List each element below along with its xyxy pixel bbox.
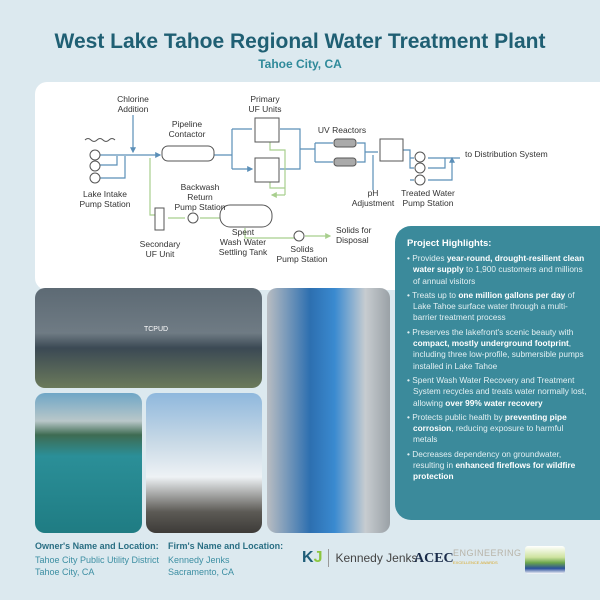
backwash-pump-icon — [187, 212, 199, 224]
label-pipeline: Contactor — [169, 129, 206, 139]
highlight-item: • Decreases dependency on groundwater, r… — [407, 448, 576, 482]
highlight-item: • Treats up to one million gallons per d… — [407, 289, 575, 323]
highlight-item: • Preserves the lakefront's scenic beaut… — [407, 326, 584, 371]
highlights-title: Project Highlights: — [407, 238, 492, 249]
engineering-excellence-logo: ENGINEERING EXCELLENCE AWARDS — [453, 549, 522, 567]
highlight-item: • Spent Wash Water Recovery and Treatmen… — [407, 374, 587, 408]
pump-icon — [414, 174, 426, 186]
label-backwash: Backwash — [181, 182, 220, 192]
highlight-text: of Lake Tahoe surface water through a mu… — [413, 289, 575, 323]
highlight-text: to 1,900 customers and millions of annua… — [413, 264, 583, 286]
highlight-text: year-round, drought-resilient clean wate… — [413, 253, 585, 275]
pump-icon — [414, 162, 426, 174]
label-spent: Wash Water — [220, 237, 266, 247]
highlight-text: , including three low-profile, submersib… — [413, 338, 584, 371]
kj-mark: KJ — [302, 549, 323, 566]
excavator-photo — [146, 393, 262, 533]
highlight-text: over 99% water recovery — [445, 397, 543, 408]
highlight-text: , reducing exposure to harmful metals — [413, 423, 564, 445]
secondary-uf-icon — [154, 207, 165, 231]
page-subtitle: Tahoe City, CA — [258, 57, 342, 71]
lake-aerial-photo — [35, 393, 142, 533]
page-title: West Lake Tahoe Regional Water Treatment… — [54, 30, 546, 53]
highlight-text: one million gallons per day — [458, 289, 566, 300]
project-highlights-panel: Project Highlights: • Provides year-roun… — [395, 226, 600, 520]
highlight-text: compact, mostly underground footprint — [413, 338, 569, 349]
highlight-text: enhanced fireflows for wildfire protecti… — [413, 460, 576, 482]
label-treated: Treated Water — [401, 188, 455, 198]
process-flow-diagram: Chlorine Addition Pipeline Contactor Pri… — [79, 94, 548, 264]
settling-tank-icon — [219, 204, 273, 228]
uv-reactor-icon — [333, 157, 357, 167]
pump-icon — [414, 151, 426, 163]
water-surface-icon — [84, 138, 116, 142]
pump-icon — [89, 172, 101, 184]
eng-sub: EXCELLENCE AWARDS — [453, 560, 498, 565]
label-uv: UV Reactors — [318, 125, 366, 135]
label-spent: Settling Tank — [219, 247, 268, 257]
highlight-text: Provides — [412, 253, 447, 263]
process-diagram-panel: Chlorine Addition Pipeline Contactor Pri… — [35, 82, 600, 290]
label-solids-disposal: Disposal — [336, 235, 369, 245]
uv-reactor-icon — [333, 138, 357, 148]
highlight-text: Protects public health by — [412, 411, 505, 422]
highlight-text: Decreases dependency on groundwater, res… — [412, 448, 562, 471]
label-secondary-uf: UF Unit — [146, 249, 175, 259]
label-secondary-uf: Secondary — [140, 239, 181, 249]
label-ph: Adjustment — [352, 198, 395, 208]
label-pipeline: Pipeline — [172, 119, 203, 129]
eng-text: ENGINEERING — [453, 548, 522, 558]
highlight-item: • Provides year-round, drought-resilient… — [407, 253, 585, 286]
label-chlorine: Chlorine — [117, 94, 149, 104]
label-solids-pump: Solids — [290, 244, 313, 254]
firm-name: Kennedy Jenks — [168, 555, 230, 565]
pipeline-contactor-icon — [161, 145, 215, 162]
highlight-item: • Protects public health by preventing p… — [407, 411, 567, 445]
highlights-list: • Provides year-round, drought-resilient… — [407, 253, 590, 483]
highlight-text: Spent Wash Water Recovery and Treatment … — [412, 374, 587, 408]
highlight-text: Preserves the lakefront's scenic beauty … — [412, 326, 574, 337]
label-treated: Pump Station — [402, 198, 453, 208]
uf-unit-icon — [254, 117, 280, 143]
label-primary-uf: UF Units — [248, 104, 281, 114]
kj-name: Kennedy Jenks — [335, 551, 418, 565]
uf-unit-icon — [254, 157, 280, 183]
owner-label: Owner's Name and Location: — [35, 541, 159, 551]
label-lake-intake: Lake Intake — [83, 189, 127, 199]
firm-location: Sacramento, CA — [168, 567, 235, 577]
pump-icon — [89, 149, 101, 161]
highlight-text: preventing pipe corrosion — [413, 411, 567, 434]
kennedy-jenks-logo: KJ Kennedy Jenks — [302, 549, 418, 567]
owner-location: Tahoe City, CA — [35, 567, 95, 577]
solids-pump-icon — [293, 230, 305, 242]
pump-icon — [89, 160, 101, 172]
acec-logo: ACEC — [414, 551, 454, 566]
label-solids-disposal: Solids for — [336, 225, 372, 235]
label-spent: Spent — [232, 227, 255, 237]
highlight-text: Treats up to — [412, 289, 459, 300]
label-chlorine: Addition — [118, 104, 149, 114]
tcpud-logo — [525, 546, 565, 574]
label-solids-pump: Pump Station — [276, 254, 327, 264]
clearwell-tank-icon — [379, 138, 404, 162]
treatment-pipes-photo — [267, 288, 390, 533]
label-backwash: Return — [187, 192, 213, 202]
label-distribution: to Distribution System — [465, 149, 548, 159]
label-backwash: Pump Station — [174, 202, 225, 212]
label-ph: pH — [368, 188, 379, 198]
team-photo: TCPUD — [35, 288, 262, 388]
label-primary-uf: Primary — [250, 94, 280, 104]
tcpud-sign: TCPUD — [143, 326, 169, 333]
owner-name: Tahoe City Public Utility District — [35, 555, 160, 565]
firm-label: Firm's Name and Location: — [168, 541, 284, 551]
label-lake-intake: Pump Station — [79, 199, 130, 209]
